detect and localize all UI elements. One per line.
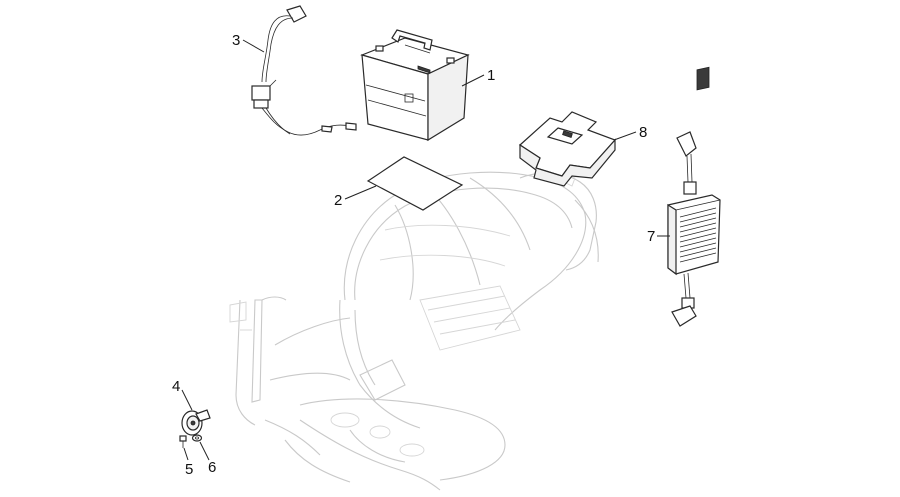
callout-labels: 1 2 3 4 5 6 7 8 [172, 32, 655, 478]
battery-part [360, 29, 470, 142]
leader-4 [181, 389, 193, 411]
callout-5: 5 [185, 461, 193, 478]
callout-1: 1 [487, 67, 495, 84]
leader-3 [242, 39, 265, 53]
wiring-harness-part [251, 5, 357, 136]
callout-8: 8 [639, 124, 647, 141]
scooter-body-ghost [229, 171, 599, 491]
battery-cover-part [519, 111, 617, 187]
leader-6 [199, 441, 210, 461]
battery-pad-part [366, 156, 464, 211]
callout-4: 4 [172, 378, 180, 395]
horn-part [181, 409, 211, 436]
callout-2: 2 [334, 192, 342, 209]
charger-part [667, 66, 721, 327]
screw-part [179, 435, 187, 448]
leader-2 [344, 185, 377, 200]
leader-lines [181, 39, 670, 461]
callout-7: 7 [647, 228, 655, 245]
leader-5 [183, 447, 189, 461]
charger-fins [679, 207, 717, 263]
leader-8 [613, 131, 637, 141]
washer-part [191, 434, 203, 442]
leader-1 [461, 74, 485, 87]
callout-6: 6 [208, 459, 216, 476]
callout-3: 3 [232, 32, 240, 49]
